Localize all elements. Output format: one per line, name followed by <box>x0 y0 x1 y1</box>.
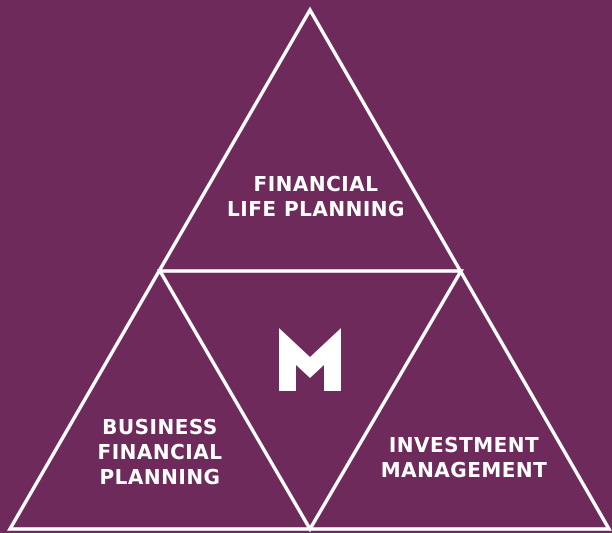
segment-top-label-line2: LIFE PLANNING <box>227 197 405 221</box>
segment-left-label-line2: FINANCIAL <box>98 440 223 464</box>
m-logo-right-shape <box>310 328 341 391</box>
segment-left: BUSINESS FINANCIAL PLANNING <box>98 415 223 489</box>
m-logo-left-shape <box>279 328 310 391</box>
segment-top-label-line1: FINANCIAL <box>254 172 379 196</box>
m-logo-icon: M <box>279 328 341 391</box>
segment-top: FINANCIAL LIFE PLANNING <box>227 172 405 221</box>
segment-right: INVESTMENT MANAGEMENT <box>381 433 548 482</box>
segment-right-label-line2: MANAGEMENT <box>381 458 548 482</box>
segment-right-label-line1: INVESTMENT <box>389 433 539 457</box>
segment-left-label-line3: PLANNING <box>100 465 221 489</box>
segment-left-label-line1: BUSINESS <box>102 415 218 439</box>
inner-inverted-triangle <box>156 269 465 533</box>
